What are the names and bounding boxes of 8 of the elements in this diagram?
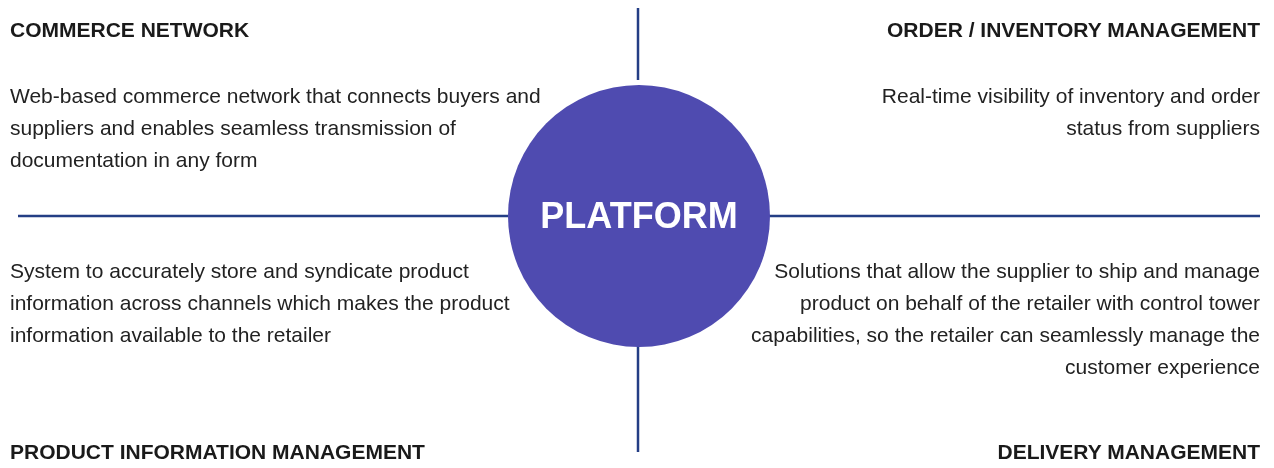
section-heading: COMMERCE NETWORK	[10, 18, 250, 42]
description-text: Solutions that allow the supplier to ship and manage product on behalf of the retailer with control tower capabilities, so the retailer can seamlessly manage the customer experience	[750, 258, 1260, 380]
description-text: System to accurately store and syndicate product information across channels which makes the product information available to the retailer	[10, 258, 510, 348]
section-heading: DELIVERY MANAGEMENT	[997, 440, 1260, 464]
description-text: Real-time visibility of inventory and order status from suppliers	[880, 83, 1260, 141]
description-text: Web-based commerce network that connects buyers and suppliers and enables seamless transmission of documentation in any form	[10, 83, 542, 173]
section-heading: PRODUCT INFORMATION MANAGEMENT	[10, 440, 425, 464]
section-heading: ORDER / INVENTORY MANAGEMENT	[887, 18, 1260, 42]
